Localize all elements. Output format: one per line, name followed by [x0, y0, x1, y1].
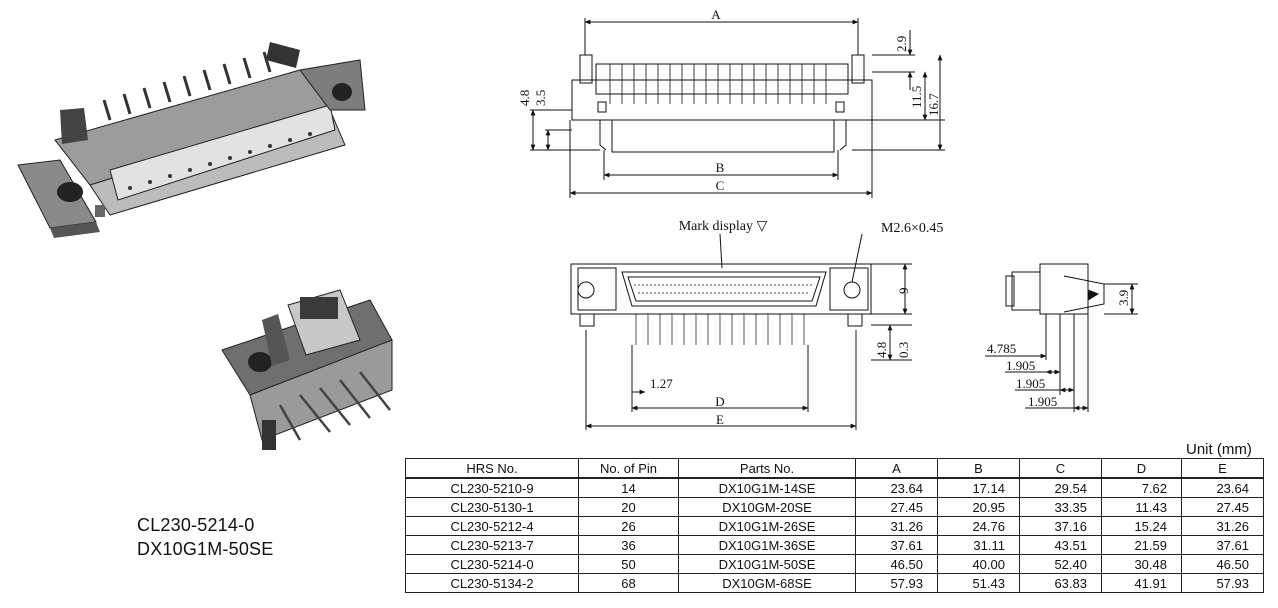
cell-b: 31.11: [937, 535, 1020, 555]
header-d: D: [1101, 458, 1182, 479]
cell-c: 43.51: [1019, 535, 1102, 555]
header-b: B: [937, 458, 1020, 479]
cell-pin-count: 14: [578, 477, 679, 498]
cell-hrs-no: CL230-5213-7: [405, 535, 579, 555]
cell-c: 63.83: [1019, 573, 1102, 593]
cell-a: 37.61: [855, 535, 938, 555]
cell-d: 7.62: [1101, 477, 1182, 498]
cell-a: 46.50: [855, 554, 938, 574]
dim-label-4-8-bottom: 4.8: [874, 342, 889, 358]
cell-hrs-no: CL230-5210-9: [405, 477, 579, 498]
cell-hrs-no: CL230-5212-4: [405, 516, 579, 536]
caption-part-number: CL230-5214-0: [137, 515, 255, 535]
cell-d: 30.48: [1101, 554, 1182, 574]
cell-pin-count: 36: [578, 535, 679, 555]
cell-b: 51.43: [937, 573, 1020, 593]
cell-b: 20.95: [937, 497, 1020, 517]
dim-label-4-785: 4.785: [987, 341, 1016, 356]
table-row: CL230-5212-4 26 DX10G1M-26SE 31.26 24.76…: [405, 516, 1264, 536]
front-view-drawing: [570, 233, 912, 430]
dim-label-0-3: 0.3: [896, 342, 911, 358]
header-a: A: [855, 458, 938, 479]
dim-label-a: A: [711, 7, 721, 22]
cell-a: 27.45: [855, 497, 938, 517]
cell-b: 40.00: [937, 554, 1020, 574]
table-header-row: HRS No. No. of Pin Parts No. A B C D E: [405, 458, 1264, 479]
cell-pin-count: 26: [578, 516, 679, 536]
connector-photo-rear: [221, 289, 393, 450]
dim-label-2-9: 2.9: [894, 36, 909, 52]
dim-label-1-905-a: 1.905: [1006, 358, 1035, 373]
dim-label-c: C: [716, 178, 725, 193]
cell-d: 21.59: [1101, 535, 1182, 555]
spec-table: HRS No. No. of Pin Parts No. A B C D E C…: [405, 458, 1264, 593]
cell-hrs-no: CL230-5130-1: [405, 497, 579, 517]
cell-parts-no: DX10G1M-26SE: [678, 516, 856, 536]
caption-product: DX10G1M-50SE: [137, 539, 274, 559]
cell-parts-no: DX10G1M-50SE: [678, 554, 856, 574]
dim-label-16-7: 16.7: [926, 93, 941, 116]
cell-hrs-no: CL230-5214-0: [405, 554, 579, 574]
unit-label: Unit (mm): [1186, 441, 1252, 458]
cell-hrs-no: CL230-5134-2: [405, 573, 579, 593]
cell-e: 46.50: [1181, 554, 1264, 574]
cell-e: 23.64: [1181, 477, 1264, 498]
cell-pin-count: 68: [578, 573, 679, 593]
cell-parts-no: DX10G1M-14SE: [678, 477, 856, 498]
screw-spec-label: M2.6×0.45: [881, 221, 943, 236]
dim-label-b: B: [716, 160, 725, 175]
table-row: CL230-5213-7 36 DX10G1M-36SE 37.61 31.11…: [405, 535, 1264, 555]
cell-b: 17.14: [937, 477, 1020, 498]
cell-pin-count: 50: [578, 554, 679, 574]
cell-e: 31.26: [1181, 516, 1264, 536]
header-c: C: [1019, 458, 1102, 479]
cell-d: 11.43: [1101, 497, 1182, 517]
cell-parts-no: DX10GM-20SE: [678, 497, 856, 517]
dim-label-3-5: 3.5: [533, 90, 548, 106]
dim-label-4-8-top: 4.8: [517, 90, 532, 106]
cell-b: 24.76: [937, 516, 1020, 536]
top-view-dimensions: A B C 2.9 11.5 16.7 4.8 3.5: [517, 7, 941, 193]
cell-d: 41.91: [1101, 573, 1182, 593]
cell-e: 37.61: [1181, 535, 1264, 555]
cell-a: 57.93: [855, 573, 938, 593]
cell-parts-no: DX10GM-68SE: [678, 573, 856, 593]
cell-d: 15.24: [1101, 516, 1182, 536]
cell-a: 31.26: [855, 516, 938, 536]
table-row: CL230-5134-2 68 DX10GM-68SE 57.93 51.43 …: [405, 573, 1264, 593]
header-parts-no: Parts No.: [678, 458, 856, 479]
dim-label-11-5: 11.5: [909, 86, 924, 108]
header-hrs-no: HRS No.: [405, 458, 579, 479]
top-view-drawing: [530, 18, 945, 198]
cell-pin-count: 20: [578, 497, 679, 517]
mark-display-label: Mark display ▽: [679, 219, 768, 234]
cell-e: 27.45: [1181, 497, 1264, 517]
table-row: CL230-5210-9 14 DX10G1M-14SE 23.64 17.14…: [405, 477, 1264, 498]
table-row: CL230-5130-1 20 DX10GM-20SE 27.45 20.95 …: [405, 497, 1264, 517]
cell-c: 33.35: [1019, 497, 1102, 517]
dim-label-d: D: [715, 394, 724, 409]
dim-label-1-905-c: 1.905: [1028, 394, 1057, 409]
side-view-drawing: [985, 263, 1138, 412]
dim-label-9: 9: [896, 288, 911, 295]
cell-e: 57.93: [1181, 573, 1264, 593]
table-row: CL230-5214-0 50 DX10G1M-50SE 46.50 40.00…: [405, 554, 1264, 574]
dim-label-e: E: [716, 412, 724, 427]
side-view-dimensions: 3.9 4.785 1.905 1.905 1.905: [987, 290, 1131, 409]
dim-label-3-9: 3.9: [1116, 290, 1131, 306]
connector-photo-angled: [17, 42, 366, 238]
front-view-dimensions: Mark display ▽ M2.6×0.45 9 4.8 0.3 1.27 …: [650, 219, 943, 427]
cell-a: 23.64: [855, 477, 938, 498]
dim-label-1-905-b: 1.905: [1016, 376, 1045, 391]
cell-c: 29.54: [1019, 477, 1102, 498]
cell-c: 52.40: [1019, 554, 1102, 574]
cell-c: 37.16: [1019, 516, 1102, 536]
header-pin-count: No. of Pin: [578, 458, 679, 479]
dim-label-1-27: 1.27: [650, 376, 673, 391]
header-e: E: [1181, 458, 1264, 479]
cell-parts-no: DX10G1M-36SE: [678, 535, 856, 555]
